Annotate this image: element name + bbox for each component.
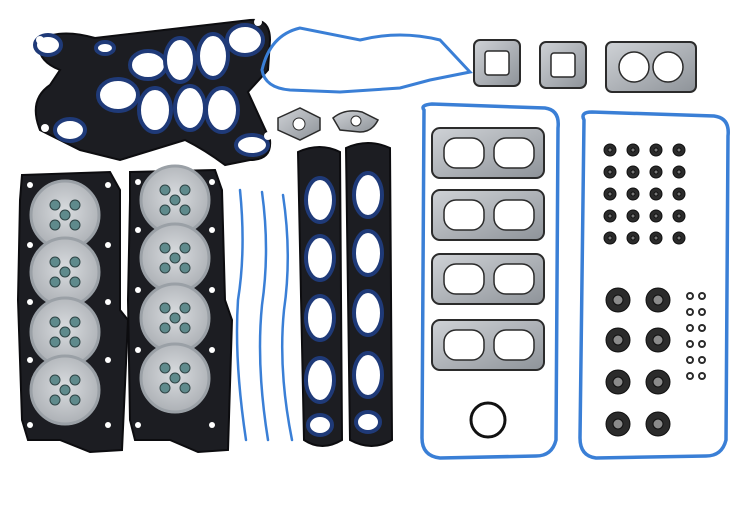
timing-cover-seal-strips: [235, 188, 294, 442]
egr-gasket-1: [277, 107, 321, 141]
intake-manifold-gasket-left: [296, 146, 344, 447]
throttle-gasket-small-2: [539, 41, 587, 89]
cylinder-head-gasket-left: [16, 170, 130, 454]
valve-stem-seals: [603, 143, 686, 245]
valve-cover-gasket-left: [420, 102, 560, 460]
small-washers: [686, 292, 706, 380]
o-ring: [469, 401, 507, 439]
exhaust-gaskets: [431, 127, 545, 371]
exhaust-gasket-4: [431, 319, 545, 371]
intake-manifold-gasket-right: [344, 142, 394, 447]
valve-cover-gasket-top: [260, 26, 473, 94]
cylinder-head-gasket-right: [126, 164, 234, 454]
exhaust-gasket-1: [431, 127, 545, 179]
exhaust-gasket-3: [431, 253, 545, 305]
spark-plug-tube-seals: [605, 287, 671, 437]
intake-plenum-gasket: [33, 18, 272, 167]
throttle-body-gasket: [605, 41, 697, 93]
valve-cover-gasket-right: [578, 110, 730, 460]
egr-gasket-2: [332, 110, 380, 133]
exhaust-gasket-2: [431, 189, 545, 241]
throttle-gasket-small-1: [473, 39, 521, 87]
